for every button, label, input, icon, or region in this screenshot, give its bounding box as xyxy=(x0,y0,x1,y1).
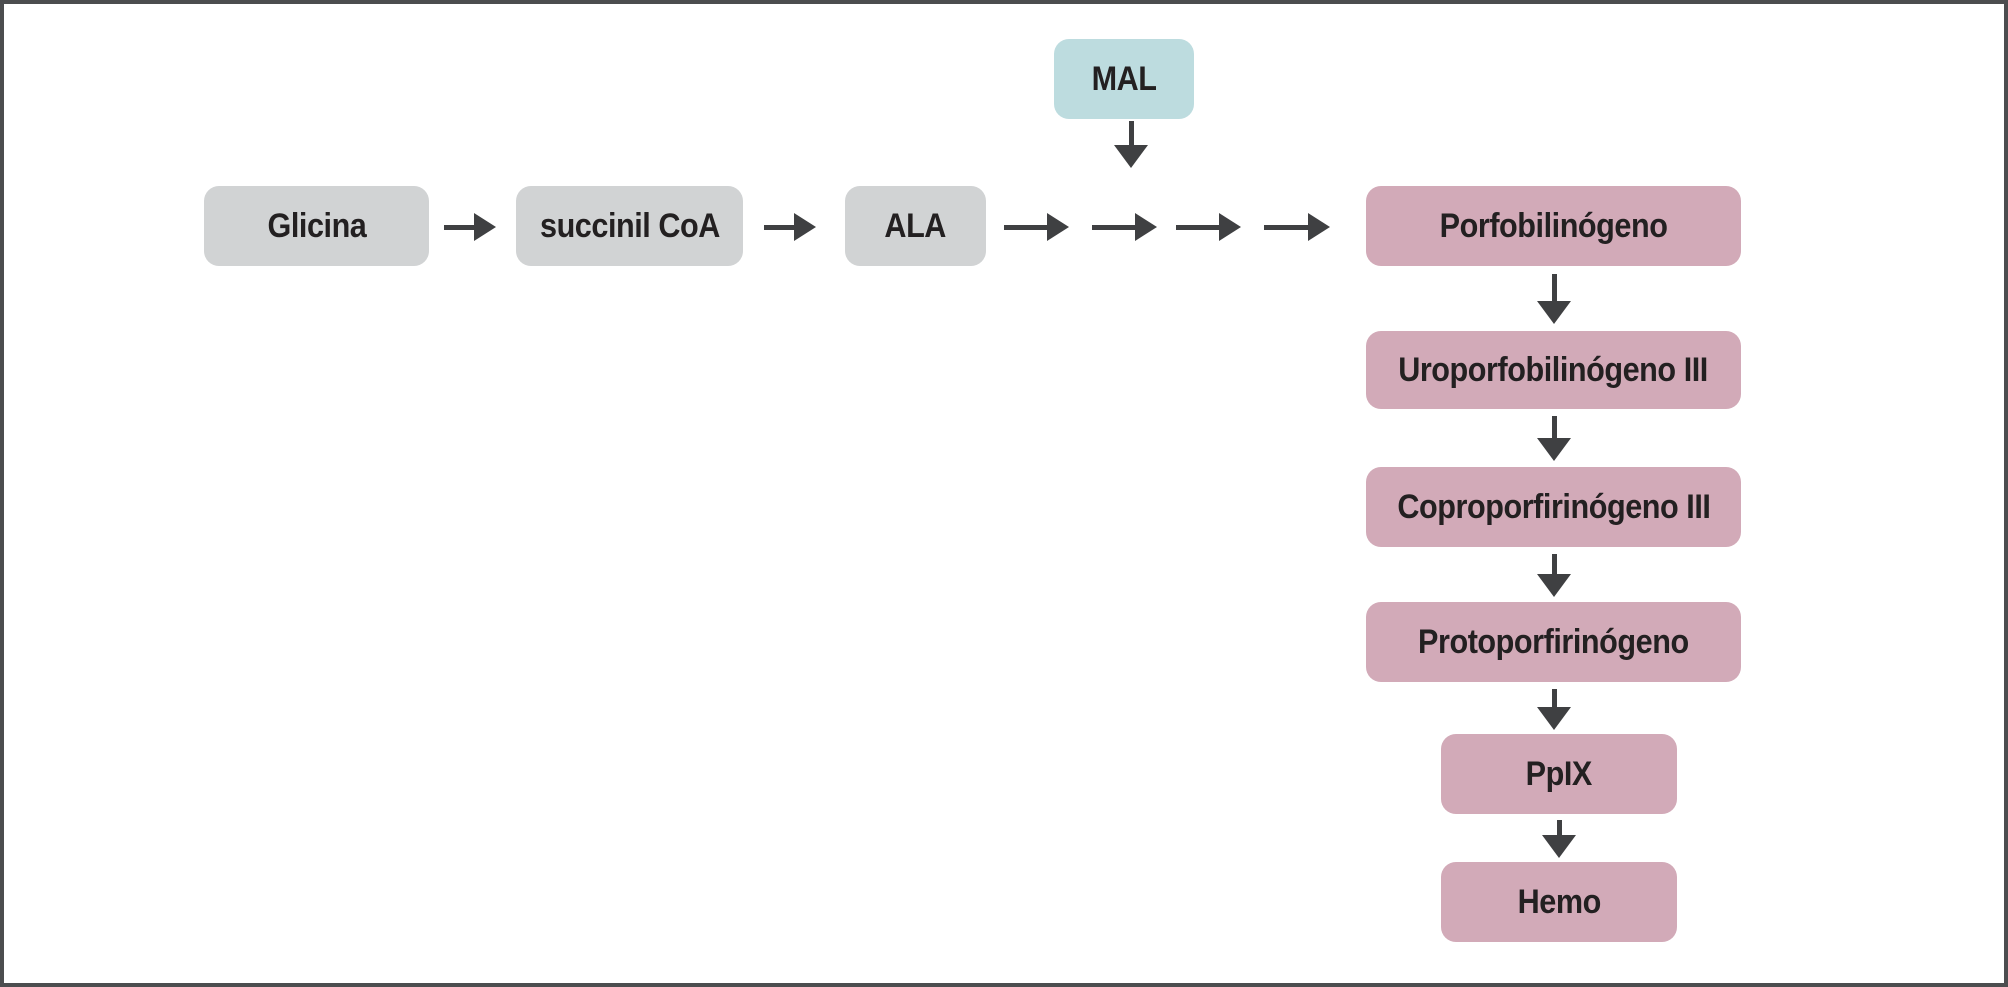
arrow-stem xyxy=(1176,224,1219,230)
node-coproporfirinogeno-iii-label: Coproporfirinógeno III xyxy=(1396,487,1711,526)
arrow-stem xyxy=(1264,224,1308,230)
node-mal: MAL xyxy=(1054,39,1194,119)
arrow-head xyxy=(1114,145,1148,168)
node-hemo: Hemo xyxy=(1441,862,1677,942)
node-ala: ALA xyxy=(845,186,986,266)
arrow-head xyxy=(1537,301,1571,324)
node-glicina: Glicina xyxy=(204,186,429,266)
arrow-head xyxy=(1542,835,1576,858)
node-ppix-label: PpIX xyxy=(1525,754,1593,793)
arrow-stem xyxy=(764,224,794,230)
node-hemo-label: Hemo xyxy=(1517,882,1601,921)
arrow-stem xyxy=(1092,224,1135,230)
node-porfobilinogeno: Porfobilinógeno xyxy=(1366,186,1741,266)
node-mal-label: MAL xyxy=(1091,59,1157,98)
arrow-chain-1-icon xyxy=(1004,212,1069,242)
arrow-ppix-hemo-icon xyxy=(1542,820,1576,858)
arrow-stem xyxy=(1551,689,1557,707)
node-ppix: PpIX xyxy=(1441,734,1677,814)
arrow-stem xyxy=(1004,224,1047,230)
arrow-head xyxy=(794,213,816,241)
arrow-head xyxy=(1537,574,1571,597)
arrow-head xyxy=(1308,213,1330,241)
node-coproporfirinogeno-iii: Coproporfirinógeno III xyxy=(1366,467,1741,547)
node-glicina-label: Glicina xyxy=(267,206,366,245)
arrow-stem xyxy=(1551,416,1557,438)
arrow-succinil-ala-icon xyxy=(764,212,816,242)
node-ala-label: ALA xyxy=(884,206,947,245)
arrow-porfo-uro-icon xyxy=(1537,274,1571,324)
arrow-mal-down-icon xyxy=(1114,121,1148,168)
node-protoporfirinogeno-label: Protoporfirinógeno xyxy=(1418,622,1689,661)
arrow-stem xyxy=(1551,274,1557,301)
node-protoporfirinogeno: Protoporfirinógeno xyxy=(1366,602,1741,682)
arrow-chain-4-icon xyxy=(1264,212,1330,242)
arrow-head xyxy=(1047,213,1069,241)
arrow-stem xyxy=(1556,820,1562,835)
node-succinil-coa-label: succinil CoA xyxy=(539,206,720,245)
arrow-head xyxy=(1135,213,1157,241)
arrow-chain-2-icon xyxy=(1092,212,1157,242)
arrow-head xyxy=(1537,438,1571,461)
arrow-stem xyxy=(1551,554,1557,574)
arrow-copro-proto-icon xyxy=(1537,554,1571,597)
arrow-head xyxy=(1219,213,1241,241)
arrow-glicina-succinil-icon xyxy=(444,212,496,242)
node-uroporfobilinogeno-iii: Uroporfobilinógeno III xyxy=(1366,331,1741,409)
arrow-chain-3-icon xyxy=(1176,212,1241,242)
node-uroporfobilinogeno-iii-label: Uroporfobilinógeno III xyxy=(1398,350,1709,389)
arrow-head xyxy=(474,213,496,241)
node-porfobilinogeno-label: Porfobilinógeno xyxy=(1439,206,1668,245)
node-succinil-coa: succinil CoA xyxy=(516,186,743,266)
arrow-stem xyxy=(444,224,474,230)
arrow-uro-copro-icon xyxy=(1537,416,1571,461)
arrow-stem xyxy=(1128,121,1134,145)
arrow-proto-ppix-icon xyxy=(1537,689,1571,730)
arrow-head xyxy=(1537,707,1571,730)
